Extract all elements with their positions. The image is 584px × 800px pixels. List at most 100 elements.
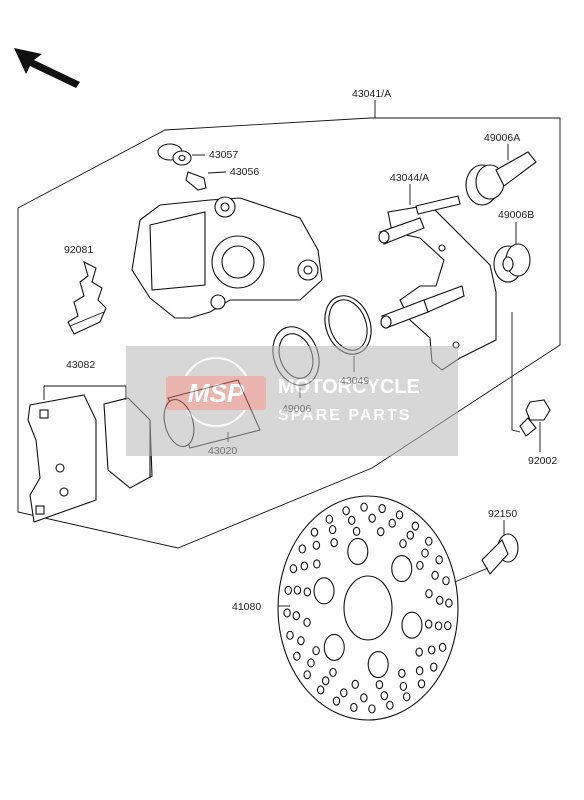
disc-small-hole	[429, 662, 438, 672]
direction-arrow-icon	[14, 48, 80, 88]
disc-small-hole	[325, 514, 334, 524]
disc-small-hole	[378, 504, 386, 514]
brake-disc-part	[277, 495, 459, 721]
disc-small-hole	[316, 685, 325, 695]
disc-small-hole	[368, 704, 376, 714]
label-92002: 92002	[528, 455, 557, 467]
disc-large-hole	[367, 651, 389, 679]
disc-small-hole	[416, 560, 424, 570]
disc-small-hole	[342, 506, 350, 516]
disc-small-hole	[425, 536, 433, 546]
caliper-holder-part	[378, 184, 497, 371]
disc-small-hole	[380, 691, 389, 701]
disc-small-hole	[438, 642, 447, 652]
watermark-line2: SPARE PARTS	[278, 407, 411, 424]
disc-small-hole	[328, 525, 337, 535]
disc-small-hole	[360, 502, 368, 512]
disc-small-hole	[415, 647, 423, 657]
disc-small-hole	[329, 667, 337, 677]
msp-watermark: MSP MOTORCYCLE SPARE PARTS	[126, 346, 458, 456]
bolt-92002-part	[511, 312, 551, 452]
pin-boot-a-part	[465, 144, 537, 206]
label-92150: 92150	[488, 508, 517, 520]
bleed-valve-part	[185, 171, 227, 191]
disc-small-hole	[399, 539, 407, 549]
disc-small-hole	[289, 564, 298, 574]
disc-small-hole	[435, 595, 444, 605]
label-43044A: 43044/A	[390, 172, 429, 184]
disc-small-hole	[283, 608, 291, 618]
disc-small-hole	[411, 521, 420, 531]
pin-boot-b-part	[493, 222, 531, 283]
caliper-body	[131, 196, 323, 319]
disc-large-hole	[347, 537, 369, 565]
disc-small-hole	[350, 702, 358, 712]
watermark-line1: MOTORCYCLE	[278, 376, 420, 398]
disc-small-hole	[360, 693, 368, 703]
label-43082: 43082	[66, 359, 95, 371]
label-49006B: 49006B	[498, 209, 534, 221]
disc-small-hole	[303, 670, 311, 680]
disc-small-hole	[415, 666, 424, 676]
disc-small-hole	[310, 527, 319, 537]
disc-small-hole	[284, 585, 292, 595]
disc-small-hole	[330, 538, 338, 548]
disc-small-hole	[292, 611, 301, 621]
disc-small-hole	[303, 587, 312, 597]
disc-small-hole	[425, 589, 433, 599]
disc-small-hole	[368, 513, 376, 523]
disc-small-hole	[303, 617, 311, 627]
label-41080: 41080	[232, 601, 261, 613]
watermark-logo: MSP	[188, 378, 245, 408]
disc-small-hole	[398, 668, 406, 678]
disc-small-hole	[434, 621, 443, 631]
disc-small-hole	[427, 645, 436, 655]
disc-small-hole	[431, 570, 439, 580]
label-43041A: 43041/A	[352, 88, 391, 100]
label-43056: 43056	[230, 166, 259, 178]
disc-small-hole	[399, 681, 408, 691]
disc-small-hole	[312, 540, 321, 550]
piston-seal-part	[324, 295, 372, 372]
disc-small-hole	[444, 621, 452, 631]
disc-small-hole	[312, 646, 320, 656]
assembly-outline	[17, 117, 561, 549]
disc-small-hole	[297, 636, 305, 646]
disc-small-hole	[421, 548, 429, 558]
disc-small-hole	[375, 680, 384, 690]
disc-small-hole	[351, 679, 359, 689]
label-92081: 92081	[64, 244, 93, 256]
disc-small-hole	[424, 619, 433, 629]
disc-small-hole	[402, 692, 411, 702]
label-43057: 43057	[209, 149, 238, 161]
disc-small-hole	[445, 598, 453, 608]
disc-small-hole	[417, 679, 426, 689]
disc-small-hole	[442, 576, 450, 586]
disc-small-hole	[435, 555, 443, 565]
disc-small-hole	[307, 658, 315, 668]
disc-small-hole	[406, 530, 415, 540]
disc-large-hole	[391, 555, 413, 583]
label-49006A: 49006A	[484, 132, 520, 144]
disc-large-hole	[323, 633, 345, 661]
disc-small-hole	[332, 696, 341, 706]
disc-large-hole	[313, 577, 335, 605]
disc-small-hole	[388, 518, 396, 528]
disc-small-hole	[377, 527, 385, 537]
disc-small-hole	[321, 676, 330, 686]
disc-small-hole	[340, 688, 348, 698]
disc-small-hole	[352, 526, 361, 536]
disc-small-hole	[300, 561, 309, 571]
bleed-cap-part	[157, 143, 205, 166]
pad-spring-part	[67, 260, 107, 335]
disc-small-hole	[293, 651, 301, 661]
disc-small-hole	[286, 630, 294, 640]
bolt-92150-part	[449, 520, 519, 585]
disc-small-hole	[395, 510, 404, 520]
disc-small-hole	[298, 544, 307, 554]
disc-small-hole	[386, 700, 394, 710]
disc-large-hole	[401, 611, 423, 639]
disc-small-hole	[347, 515, 356, 525]
disc-small-hole	[293, 585, 302, 595]
